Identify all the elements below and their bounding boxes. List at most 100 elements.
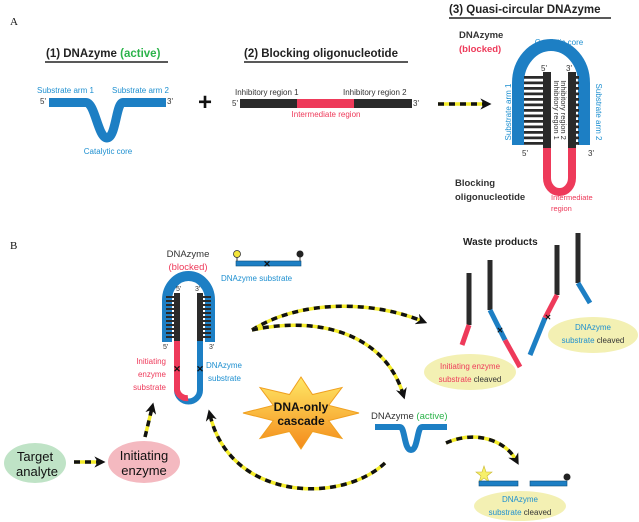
cleaved-label: substrate cleaved	[489, 508, 552, 517]
quencher-icon	[563, 473, 571, 481]
base-pair-rung	[166, 308, 174, 310]
cleavage-site-icon: ✕	[173, 364, 181, 374]
base-pair-rung	[524, 142, 543, 145]
cleavage-site-icon: ✕	[263, 259, 271, 269]
dnazyme-substrate-label: DNAzyme substrate	[221, 274, 293, 283]
cascade-label: cascade	[277, 414, 325, 428]
base-pair-rung	[576, 103, 579, 107]
panel-b-label: B	[10, 240, 17, 252]
arm2-label: Substrate arm 2	[594, 84, 603, 141]
part1-title: (1) DNAzyme (active)	[46, 48, 161, 60]
blocked-label: (blocked)	[459, 44, 501, 55]
waste2-label: DNAzyme	[575, 323, 612, 332]
blocked-dnazyme-schematic: DNAzyme (blocked) 5' 3' 5' 3' ✕ ✕ Initia…	[133, 249, 243, 405]
inhibitory-region-1-label: Inhibitory region 1	[552, 80, 561, 140]
base-pair-rung	[576, 81, 579, 85]
base-pair-rung	[203, 324, 211, 326]
cleaved-substrate: DNAzyme substrate cleaved	[474, 465, 571, 521]
base-pair-rung	[203, 296, 211, 298]
dnazyme-substrate-schematic: ✕ DNAzyme substrate	[221, 250, 304, 283]
base-pair-rung	[576, 131, 579, 134]
blocking-label: oligonucleotide	[455, 192, 525, 203]
base-pair-rung	[166, 320, 174, 322]
intermediate-region-label: Intermediate	[551, 193, 593, 202]
base-pair-rung	[524, 131, 543, 134]
arm2-label: Substrate arm 2	[112, 86, 169, 95]
waste-products-title: Waste products	[463, 237, 538, 248]
base-pair-rung	[166, 328, 174, 330]
arm1-label: Substrate arm 1	[37, 86, 94, 95]
waste-products: Waste products ✕ ✕ Initiating enzyme sub…	[424, 233, 638, 390]
panel-a-label: A	[10, 16, 18, 28]
base-pair-rung	[576, 98, 579, 101]
base-pair-rung	[524, 125, 543, 129]
dnazyme-substrate-label: substrate	[208, 374, 241, 383]
initiating-enzyme-bubble: Initiating enzyme	[108, 441, 180, 483]
three-prime-label: 3'	[195, 286, 200, 293]
five-prime-label: 5'	[163, 344, 168, 351]
plus-sign: +	[198, 89, 212, 116]
cleaved-label: DNAzyme	[502, 495, 539, 504]
initiating-substrate-label: enzyme	[138, 370, 167, 379]
base-pair-rung	[166, 312, 174, 314]
intermediate-region-label: Intermediate region	[292, 110, 361, 119]
base-pair-rung	[576, 125, 579, 129]
base-pair-rung	[166, 336, 174, 338]
base-pair-rung	[203, 300, 211, 302]
five-prime-label: 5'	[541, 64, 547, 73]
five-prime-label: 5'	[40, 97, 46, 106]
target-analyte-bubble: Target analyte	[4, 443, 66, 483]
base-pair-rung	[524, 92, 543, 96]
blocked-label: (blocked)	[168, 262, 207, 273]
base-pair-rung	[524, 120, 543, 123]
arm1-label: Substrate arm 1	[504, 83, 513, 140]
fluorophore-icon	[233, 250, 241, 258]
inhibitory-region-1-label: Inhibitory region 1	[235, 88, 299, 97]
base-pair-rung	[166, 324, 174, 326]
active-dnazyme-label: DNAzyme (active)	[371, 411, 448, 422]
base-pair-rung	[576, 142, 579, 145]
base-pair-rung	[166, 300, 174, 302]
waste2-label: substrate cleaved	[562, 336, 625, 345]
cascade-label: DNA-only	[274, 400, 329, 414]
three-prime-label: 3'	[566, 64, 572, 73]
base-pair-rung	[524, 103, 543, 107]
cleavage-site-icon: ✕	[545, 313, 552, 322]
base-pair-rung	[524, 136, 543, 140]
base-pair-rung	[166, 316, 174, 318]
inhibitory-region-2-label: Inhibitory region 2	[343, 88, 407, 97]
waste1-label: substrate cleaved	[439, 375, 502, 384]
base-pair-rung	[524, 87, 543, 90]
active-dnazyme-b: DNAzyme (active)	[371, 411, 448, 454]
base-pair-rung	[576, 120, 579, 123]
five-prime-label: 5'	[176, 286, 181, 293]
base-pair-rung	[203, 304, 211, 306]
dna-only-cascade-burst: DNA-only cascade	[242, 376, 360, 450]
waste1-label: Initiating enzyme	[440, 362, 501, 371]
three-prime-label: 3'	[413, 99, 419, 108]
initiating-substrate-label: Initiating	[136, 357, 166, 366]
three-prime-label: 3'	[167, 97, 173, 106]
dnazyme-label: DNAzyme	[167, 249, 210, 260]
dashed-arrows	[74, 304, 519, 491]
base-pair-rung	[166, 332, 174, 334]
part3-title: (3) Quasi-circular DNAzyme	[449, 4, 600, 16]
base-pair-rung	[203, 320, 211, 322]
base-pair-rung	[524, 98, 543, 101]
enzyme-label: enzyme	[121, 463, 167, 478]
intermediate-region-label: region	[551, 204, 572, 213]
base-pair-rung	[166, 304, 174, 306]
target-label: analyte	[16, 464, 58, 479]
enzyme-label: Initiating	[120, 448, 168, 463]
base-pair-rung	[524, 76, 543, 79]
quencher-icon	[296, 250, 304, 258]
base-pair-rung	[203, 312, 211, 314]
five-prime-label: 5'	[232, 99, 238, 108]
target-label: Target	[17, 449, 54, 464]
base-pair-rung	[524, 109, 543, 112]
base-pair-rung	[203, 316, 211, 318]
blocking-label: Blocking	[455, 178, 495, 189]
base-pair-rung	[576, 109, 579, 112]
base-pair-rung	[524, 81, 543, 85]
